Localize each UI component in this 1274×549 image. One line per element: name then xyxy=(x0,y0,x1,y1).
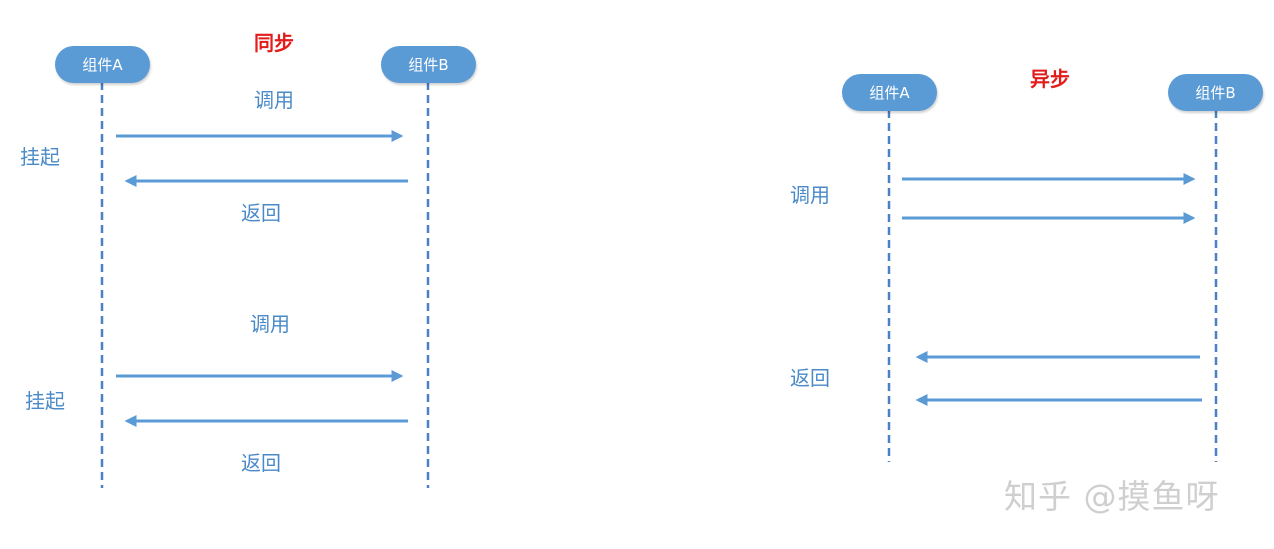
sync-call-label-1: 调用 xyxy=(254,88,294,112)
sync-component-b-node: 组件B xyxy=(381,46,476,83)
async-call-label: 调用 xyxy=(790,183,830,207)
sync-return-label-2: 返回 xyxy=(241,451,281,475)
sync-return-label-1: 返回 xyxy=(241,201,281,225)
async-component-b-node: 组件B xyxy=(1168,74,1263,111)
sync-component-a-node: 组件A xyxy=(55,46,150,83)
sync-title: 同步 xyxy=(254,31,294,55)
sync-suspend-label-2: 挂起 xyxy=(25,389,65,413)
async-title: 异步 xyxy=(1030,67,1070,91)
async-return-label: 返回 xyxy=(790,366,830,390)
sync-call-label-2: 调用 xyxy=(250,312,290,336)
sync-suspend-label-1: 挂起 xyxy=(20,145,60,169)
watermark-text: 知乎 @摸鱼呀 xyxy=(1004,477,1220,516)
async-component-a-node: 组件A xyxy=(842,74,937,111)
